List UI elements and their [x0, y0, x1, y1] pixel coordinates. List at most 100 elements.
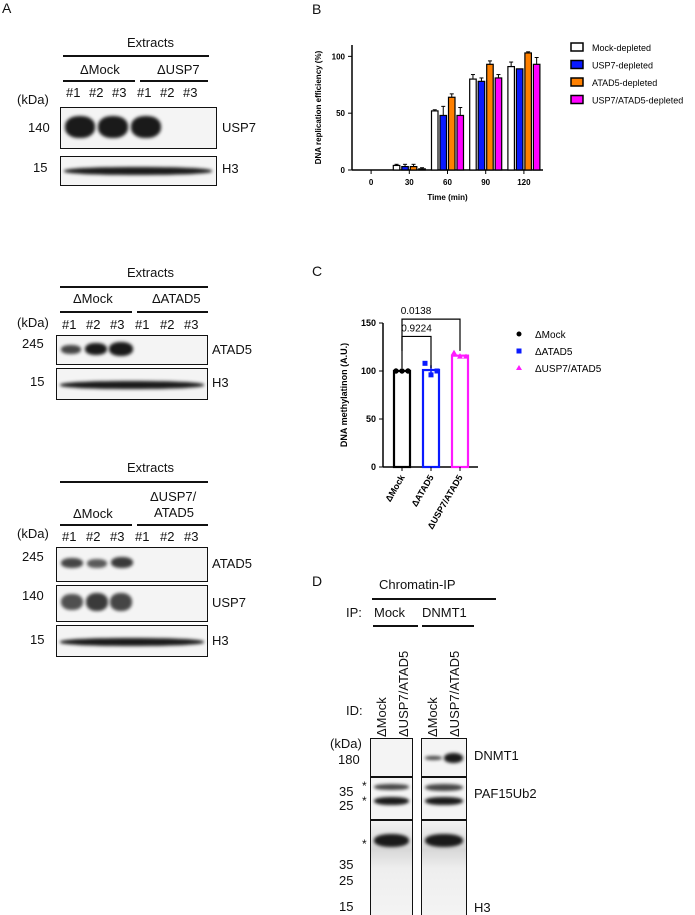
bar — [486, 63, 494, 171]
data-point — [428, 372, 434, 378]
legend-label: ΔUSP7/ATAD5 — [535, 364, 602, 375]
id-label: ID: — [346, 703, 363, 718]
lane-label: #3 — [184, 317, 199, 332]
lane-label: #3 — [112, 85, 127, 100]
protein-label: H3 — [212, 633, 229, 648]
bar — [392, 369, 412, 469]
blot-h3-mock — [370, 820, 413, 915]
x-tick-label: 90 — [481, 178, 490, 187]
bar — [409, 165, 418, 171]
asterisk: * — [362, 779, 367, 793]
lane-label: #3 — [184, 529, 199, 544]
legend-label: ΔMock — [535, 330, 567, 341]
mw-marker: 15 — [339, 899, 354, 914]
x-tick-label: 60 — [443, 178, 452, 187]
bar — [450, 354, 470, 469]
bar — [515, 68, 524, 171]
header: Extracts — [127, 265, 174, 280]
lane-label: #2 — [160, 317, 175, 332]
protein-label: PAF15Ub2 — [474, 786, 537, 801]
lane-label: #2 — [160, 85, 175, 100]
bar — [418, 168, 426, 171]
y-tick-label: 0 — [371, 462, 376, 472]
bar — [477, 80, 486, 171]
data-point — [405, 368, 411, 374]
legend-marker — [516, 331, 522, 337]
lane-label: ΔUSP7/ATAD5 — [396, 650, 411, 737]
legend-label: USP7/ATAD5-depleted — [592, 96, 683, 106]
data-point — [463, 353, 469, 359]
lane-label: #1 — [62, 529, 77, 544]
data-point — [457, 353, 463, 359]
kda-label: (kDa) — [17, 92, 49, 107]
panel-label-a: A — [2, 0, 12, 16]
significance-bracket — [401, 335, 432, 369]
legend-swatch — [570, 94, 584, 105]
bar — [421, 368, 441, 469]
lane-label: ΔMock — [374, 697, 389, 737]
group-label: ΔMock — [73, 506, 113, 521]
protein-label: USP7 — [222, 120, 256, 135]
panel-label-d: D — [312, 573, 323, 589]
data-point — [451, 349, 457, 355]
x-tick-label: ΔMock — [383, 472, 407, 503]
lane-label: #2 — [86, 529, 101, 544]
group-label: ΔUSP7/ — [150, 489, 197, 504]
blot-dnmt1-ip — [421, 738, 467, 777]
blot-usp7 — [56, 585, 208, 622]
bar — [507, 65, 515, 171]
legend-label: ΔATAD5 — [535, 347, 573, 358]
lane-label: #1 — [135, 529, 150, 544]
header: Extracts — [127, 460, 174, 475]
p-value: 0.0138 — [401, 306, 432, 317]
lane-label: #1 — [62, 317, 77, 332]
lane-label: #3 — [110, 317, 125, 332]
bar — [447, 96, 456, 171]
blot-h3 — [56, 625, 208, 657]
mw-marker: 140 — [28, 120, 50, 135]
legend-label: USP7-depleted — [592, 61, 653, 71]
legend-swatch — [570, 42, 584, 52]
mw-marker: 15 — [30, 632, 45, 647]
bar — [456, 114, 465, 171]
legend-marker — [516, 365, 522, 370]
y-tick-label: 50 — [366, 414, 376, 424]
x-tick-label: ΔATAD5 — [410, 473, 436, 508]
y-tick-label: 100 — [332, 52, 346, 61]
group-label: ΔATAD5 — [152, 291, 201, 306]
legend-marker — [516, 348, 522, 354]
data-point — [399, 368, 405, 374]
bar — [532, 63, 541, 171]
x-tick-label: 0 — [369, 178, 374, 187]
protein-label: ATAD5 — [212, 556, 252, 571]
blot-paf15-mock — [370, 777, 413, 820]
lane-label: ΔUSP7/ATAD5 — [447, 650, 462, 737]
ip-label: IP: — [346, 605, 362, 620]
data-point — [393, 368, 399, 374]
group-label: ATAD5 — [154, 505, 194, 520]
panel-label-b: B — [312, 1, 322, 17]
bar — [401, 165, 409, 171]
header: Extracts — [127, 35, 174, 50]
mw-marker: 15 — [33, 160, 48, 175]
mw-marker: 180 — [338, 752, 360, 767]
y-tick-label: 100 — [361, 366, 376, 376]
panel-label-c: C — [312, 263, 323, 279]
group-label: ΔMock — [73, 291, 113, 306]
blot-paf15-ip — [421, 777, 467, 820]
lane-label: #2 — [89, 85, 104, 100]
ip-group: Mock — [374, 605, 406, 620]
blot-h3 — [60, 156, 217, 186]
lane-label: #1 — [66, 85, 81, 100]
group-label: ΔMock — [80, 62, 120, 77]
blot-usp7 — [60, 107, 217, 149]
protein-label: H3 — [474, 900, 491, 915]
bar — [469, 78, 477, 171]
lane-label: #1 — [135, 317, 150, 332]
bar — [439, 114, 448, 171]
bar — [494, 77, 503, 171]
y-axis-label: DNA replication efficiency (%) — [314, 50, 323, 164]
legend-label: ATAD5-depleted — [592, 78, 657, 88]
significance-bracket — [401, 318, 461, 351]
